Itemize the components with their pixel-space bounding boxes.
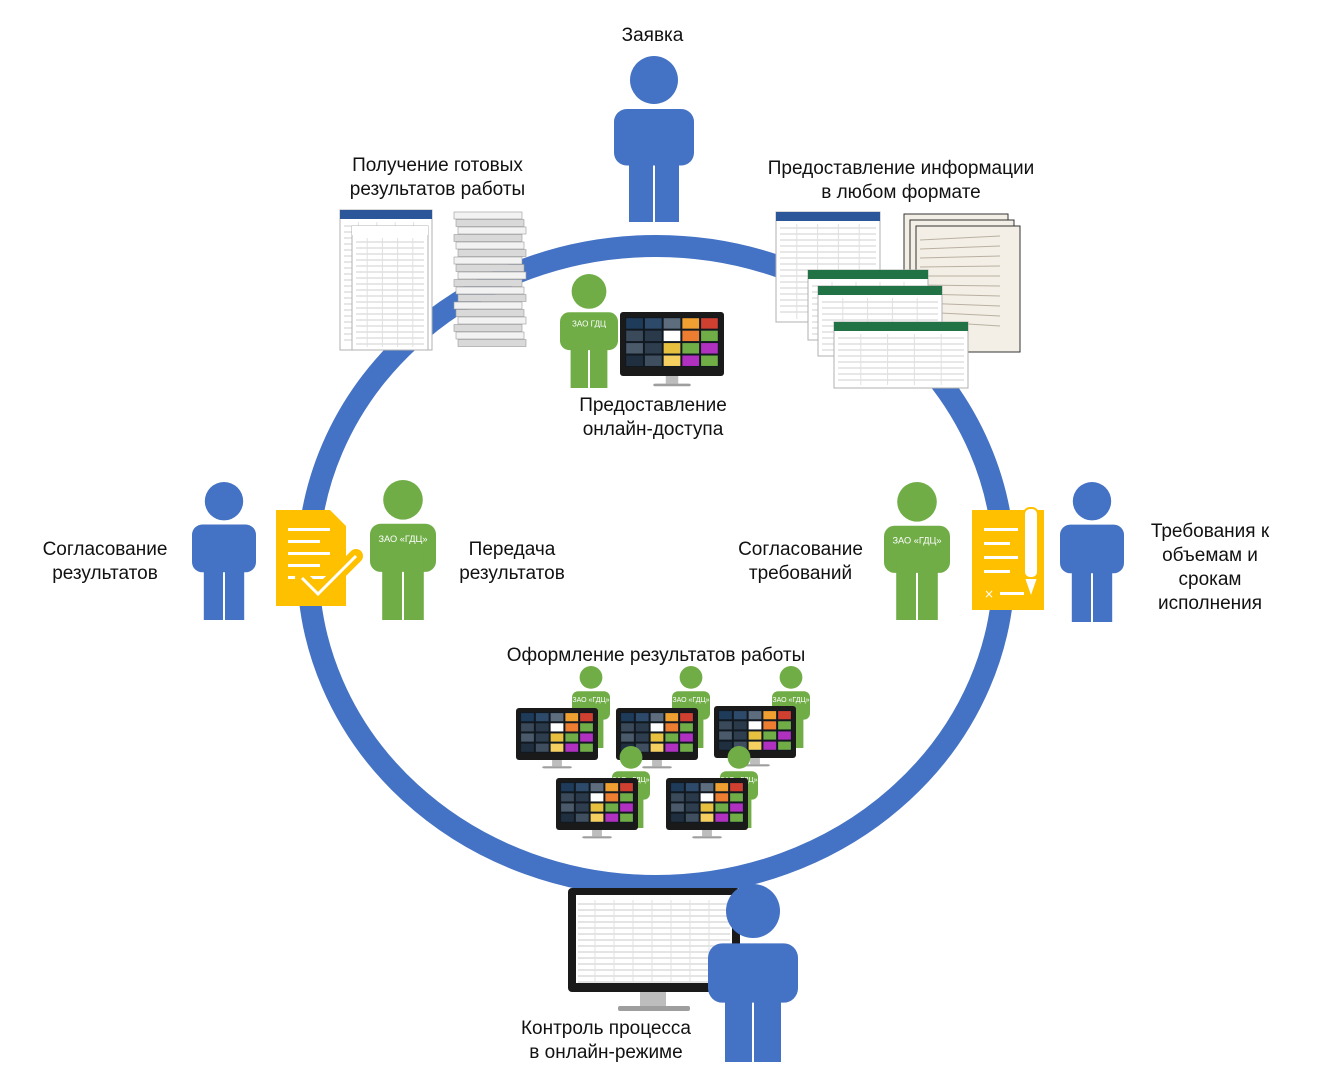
results-document-sheet-2 [351,225,429,351]
company-transfer-person-icon: ЗАО «ГДЦ» [370,480,436,620]
company-online-person-icon: ЗАО ГДЦ [560,274,618,388]
designer-monitor-icon-2 [616,708,698,769]
paper-stack-icon [453,211,527,347]
designer-monitor-icon-3 [714,706,796,767]
label-results-approval: Согласование результатов [42,539,168,584]
designer-monitor-icon-1 [516,708,598,769]
label-results-design: Оформление результатов работы [506,645,806,666]
process-monitor-icon [568,888,740,1011]
online-access-monitor-icon [620,312,724,387]
designer-monitor-icon-5 [666,778,748,839]
company-requirements-person-icon: ЗАО «ГДЦ» [884,482,950,620]
company-badge-text: ЗАО «ГДЦ» [572,697,609,704]
company-badge-text: ЗАО «ГДЦ» [772,697,809,704]
spreadsheet-icon-3 [833,321,969,389]
label-process-control: Контроль процесса в онлайн-режиме [520,1018,692,1063]
designer-monitor-icon-4 [556,778,638,839]
label-online-access: Предоставление онлайн-доступа [579,395,727,440]
client-approval-person-icon [192,482,256,620]
label-results-transfer: Передача результатов [459,539,565,584]
client-control-person-icon [708,884,798,1062]
company-badge-text: ЗАО «ГДЦ» [892,536,941,546]
label-results-receipt: Получение готовых результатов работы [349,155,526,200]
svg-text:×: × [984,587,994,601]
document-check-icon [276,510,363,606]
client-requirements-person-icon [1060,482,1124,622]
label-request: Заявка [621,25,684,46]
company-badge-text: ЗАО «ГДЦ» [378,534,427,544]
label-requirements-approval: Согласование требований [738,539,863,584]
document-pen-icon: × [972,507,1044,610]
company-badge-text: ЗАО «ГДЦ» [672,697,709,704]
label-volume-deadline-requirements: Требования к объемам и срокам исполнения [1150,521,1270,614]
client-request-person-icon [614,56,694,222]
label-info-any-format: Предоставление информации в любом формат… [767,158,1035,203]
company-badge-text: ЗАО ГДЦ [572,320,606,329]
